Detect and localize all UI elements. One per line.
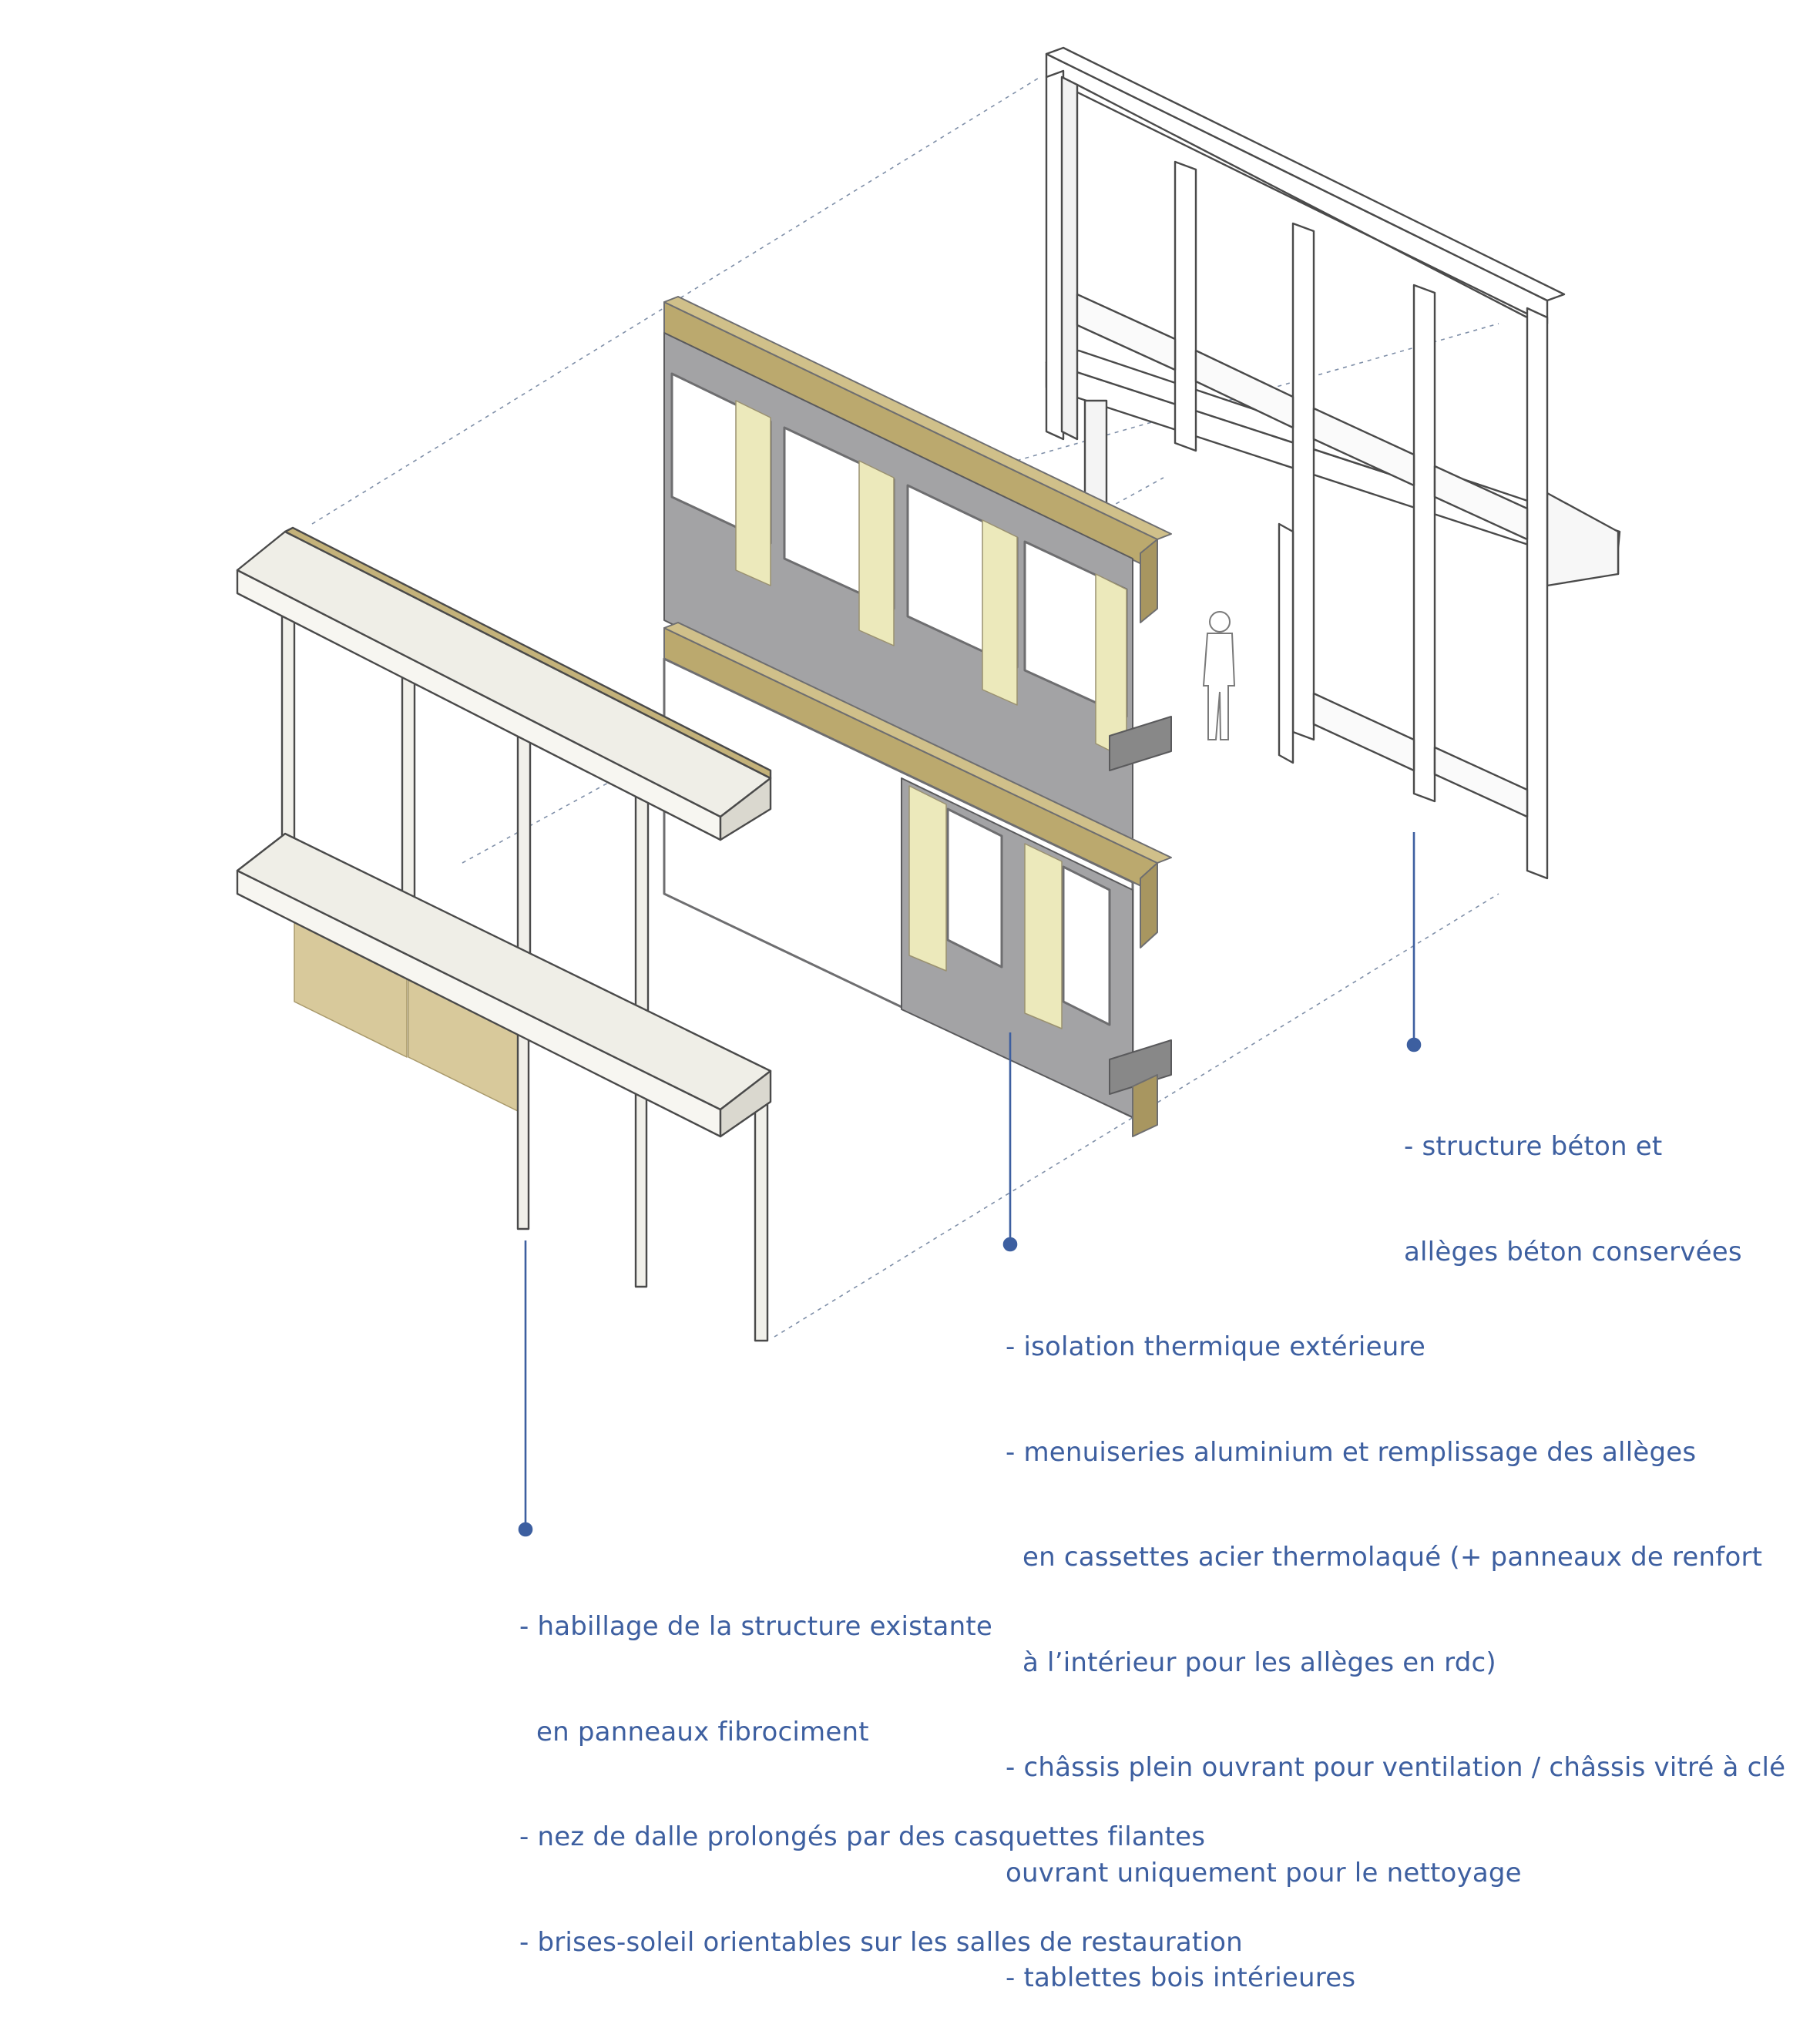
fibre-cement-cladding xyxy=(236,526,772,1342)
annotation-cladding-line: en panneaux fibrociment xyxy=(519,1716,869,1747)
annotation-cladding: - habillage de la structure existante en… xyxy=(519,1539,1243,1996)
scale-person-figure xyxy=(1202,611,1236,740)
annotation-cladding-line: - nez de dalle prolongés par des casquet… xyxy=(519,1821,1206,1852)
annotation-cladding-line: - habillage de la structure existante xyxy=(519,1611,992,1642)
annotation-envelope-line: - châssis plein ouvrant pour ventilation… xyxy=(1006,1752,1786,1783)
annotation-envelope-line: - menuiseries aluminium et remplissage d… xyxy=(1006,1436,1697,1468)
annotation-structure-line: - structure béton et xyxy=(1404,1131,1663,1162)
annotation-structure: - structure béton et allèges béton conse… xyxy=(1404,1059,1742,1305)
new-envelope-assembly xyxy=(663,296,1172,1137)
existing-concrete-structure xyxy=(1045,46,1621,880)
annotation-envelope-line: à l’intérieur pour les allèges en rdc) xyxy=(1006,1647,1496,1678)
annotation-cladding-line: - brises-soleil orientables sur les sall… xyxy=(519,1926,1243,1958)
annotation-leaders xyxy=(518,832,1422,1537)
annotation-envelope-line: en cassettes acier thermolaqué (+ pannea… xyxy=(1006,1542,1763,1573)
annotation-envelope-line: - isolation thermique extérieure xyxy=(1006,1331,1425,1362)
annotation-structure-line: allèges béton conservées xyxy=(1404,1236,1742,1267)
exploded-facade-axonometric xyxy=(236,46,1621,1537)
